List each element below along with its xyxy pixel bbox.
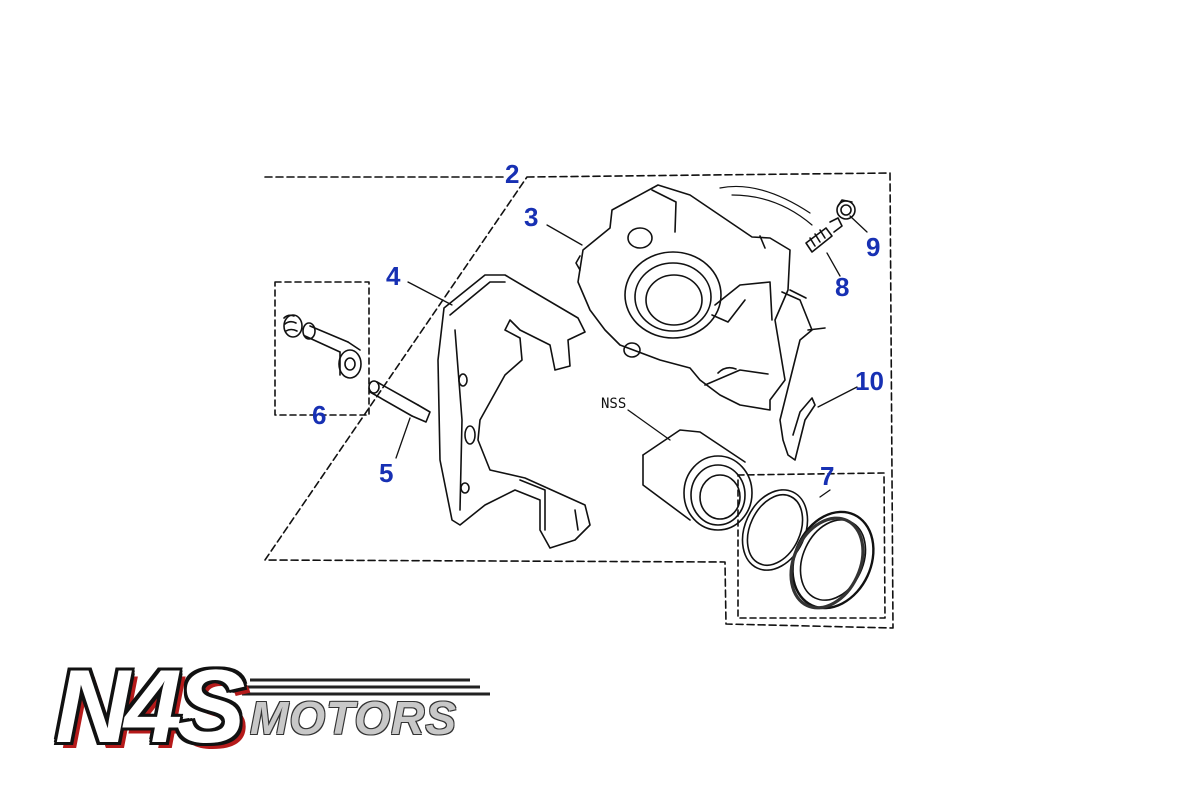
callout-8: 8 — [835, 272, 850, 302]
callout-4: 4 — [386, 261, 401, 291]
guide-bush-part — [283, 314, 362, 379]
callout-3: 3 — [524, 202, 539, 232]
callout-7: 7 — [820, 461, 835, 491]
callout-9: 9 — [866, 232, 881, 262]
nss-label: NSS — [601, 396, 627, 412]
carrier-bracket-part — [437, 274, 591, 549]
caliper-body-part — [575, 184, 813, 411]
group-box-6 — [274, 281, 370, 416]
group-box-7 — [737, 472, 886, 619]
logo-motors: MOTORS — [250, 692, 458, 744]
logo-speed-lines — [242, 678, 490, 696]
dust-cap-part — [836, 199, 856, 220]
callout-2: 2 — [505, 159, 520, 189]
spring-clip-part — [779, 289, 826, 461]
guide-pin-part — [368, 380, 431, 423]
callout-10: 10 — [855, 366, 884, 396]
assembly-boundary — [264, 172, 894, 629]
logo-n4s: N4S — [55, 649, 245, 765]
callout-6: 6 — [312, 400, 327, 430]
bleed-screw-part — [805, 217, 843, 253]
callout-5: 5 — [379, 458, 394, 488]
dust-seal-part — [789, 510, 875, 610]
leader-lines — [395, 215, 868, 498]
piston-part — [642, 429, 753, 531]
